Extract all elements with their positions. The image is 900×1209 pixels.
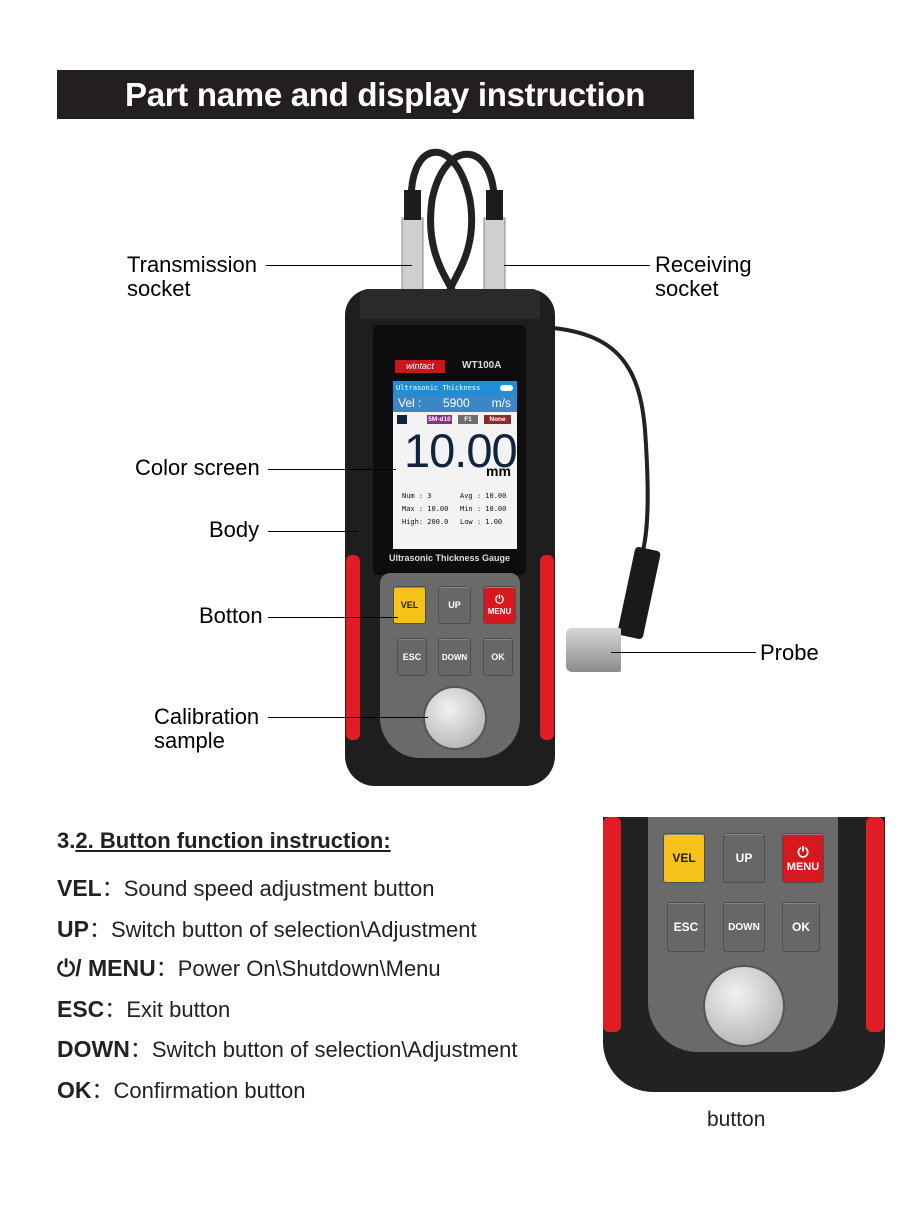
power-icon: ⏻ xyxy=(495,594,504,606)
inset-caption: button xyxy=(707,1108,766,1131)
screen-title: Ultrasonic Thickness xyxy=(396,384,481,392)
stat-avg: Avg : 10.00 xyxy=(460,492,507,500)
velocity-bar: Vel : 5900 m/s xyxy=(393,395,517,412)
inset-up-key[interactable]: UP xyxy=(723,833,765,883)
vel-key[interactable]: VEL xyxy=(393,586,426,624)
instruction-row: DOWN：Switch button of selection\Adjustme… xyxy=(57,1032,518,1064)
probe-head xyxy=(566,628,621,672)
instruction-row: VEL：Sound speed adjustment button xyxy=(57,871,434,903)
mode-chip: F1 xyxy=(458,415,478,424)
leader-line xyxy=(268,469,396,470)
section-number: 3. xyxy=(57,828,76,853)
right-red-grip xyxy=(540,555,554,740)
section-heading: 3.2. Button function instruction: xyxy=(57,828,391,854)
key-name: UP xyxy=(57,916,89,942)
key-description: Switch button of selection\Adjustment xyxy=(110,917,477,942)
separator: ： xyxy=(101,876,124,901)
instruction-row: ESC：Exit button xyxy=(57,992,230,1024)
key-name: ⏻/ MENU xyxy=(57,955,156,981)
probe-chip: 5M-d10 xyxy=(427,415,452,424)
leader-line xyxy=(504,265,650,266)
menu-key-label: MENU xyxy=(487,607,512,616)
left-red-grip xyxy=(346,555,360,740)
callout-receiving-socket: Receiving socket xyxy=(655,252,752,301)
separator: ： xyxy=(88,917,111,942)
reading-unit: mm xyxy=(486,463,511,479)
leader-line xyxy=(268,531,357,532)
vel-label: Vel : xyxy=(398,396,422,410)
inset-ok-key[interactable]: OK xyxy=(782,902,820,952)
leader-line xyxy=(611,652,756,653)
separator: ： xyxy=(155,956,178,981)
key-description: Exit button xyxy=(126,997,231,1022)
stat-high: High: 200.0 xyxy=(402,518,449,526)
screen-title-bar: Ultrasonic Thickness xyxy=(393,381,517,395)
instruction-row: ⏻/ MENU：Power On\Shutdown\Menu xyxy=(57,951,441,983)
power-icon: ⏻ xyxy=(797,843,809,860)
leader-line xyxy=(268,717,428,718)
instruction-row: UP：Switch button of selection\Adjustment xyxy=(57,912,477,944)
callout-color-screen: Color screen xyxy=(135,455,260,480)
vel-value: 5900 xyxy=(443,396,470,410)
key-name: DOWN xyxy=(57,1036,130,1062)
instruction-row: OK：Confirmation button xyxy=(57,1073,306,1105)
device-top-cap xyxy=(360,289,540,319)
inset-down-key[interactable]: DOWN xyxy=(723,902,765,952)
section-title: 2. Button function instruction: xyxy=(75,828,391,853)
banner-title: Part name and display instruction xyxy=(125,76,646,113)
brand-logo: wintact xyxy=(395,360,445,373)
inset-vel-key[interactable]: VEL xyxy=(663,833,705,883)
stat-min: Min : 10.00 xyxy=(460,505,507,513)
key-description: Power On\Shutdown\Menu xyxy=(177,956,441,981)
esc-key[interactable]: ESC xyxy=(397,638,427,676)
cables-illustration xyxy=(401,149,661,639)
menu-key-label: MENU xyxy=(786,860,820,873)
separator: ： xyxy=(129,1037,152,1062)
separator: ： xyxy=(91,1078,114,1103)
stat-num: Num : 3 xyxy=(402,492,432,500)
down-key[interactable]: DOWN xyxy=(438,638,471,676)
key-name: OK xyxy=(57,1077,92,1103)
key-name: VEL xyxy=(57,875,102,901)
inset-right-grip xyxy=(866,817,884,1032)
callout-button: Botton xyxy=(199,603,263,628)
model-label: WT100A xyxy=(462,360,502,371)
calibration-sample xyxy=(423,686,487,750)
ok-key[interactable]: OK xyxy=(483,638,513,676)
up-key[interactable]: UP xyxy=(438,586,471,624)
separator: ： xyxy=(104,997,127,1022)
key-description: Confirmation button xyxy=(113,1078,306,1103)
key-description: Sound speed adjustment button xyxy=(123,876,435,901)
menu-key[interactable]: ⏻ MENU xyxy=(483,586,516,624)
title-banner: Part name and display instruction xyxy=(57,70,694,119)
callout-calibration-sample: Calibration sample xyxy=(154,704,260,753)
stat-max: Max : 10.00 xyxy=(402,505,449,513)
key-name: ESC xyxy=(57,996,105,1022)
inset-menu-key[interactable]: ⏻ MENU xyxy=(782,833,824,883)
callout-body: Body xyxy=(209,517,260,542)
vel-unit: m/s xyxy=(491,396,511,410)
leader-line xyxy=(266,265,412,266)
probe-status-icon xyxy=(397,415,407,424)
inset-left-grip xyxy=(603,817,621,1032)
device-front-label: Ultrasonic Thickness Gauge xyxy=(388,553,511,563)
callout-probe: Probe xyxy=(760,640,819,665)
stat-low: Low : 1.00 xyxy=(460,518,503,526)
leader-line xyxy=(268,617,398,618)
alarm-chip: None xyxy=(484,415,511,424)
key-description: Switch button of selection\Adjustment xyxy=(151,1037,518,1062)
thickness-reading: 10.00 xyxy=(404,424,518,477)
callout-transmission-socket: Transmission socket xyxy=(127,252,257,301)
battery-icon xyxy=(500,385,513,391)
inset-esc-key[interactable]: ESC xyxy=(667,902,705,952)
inset-calibration-sample xyxy=(703,965,785,1047)
